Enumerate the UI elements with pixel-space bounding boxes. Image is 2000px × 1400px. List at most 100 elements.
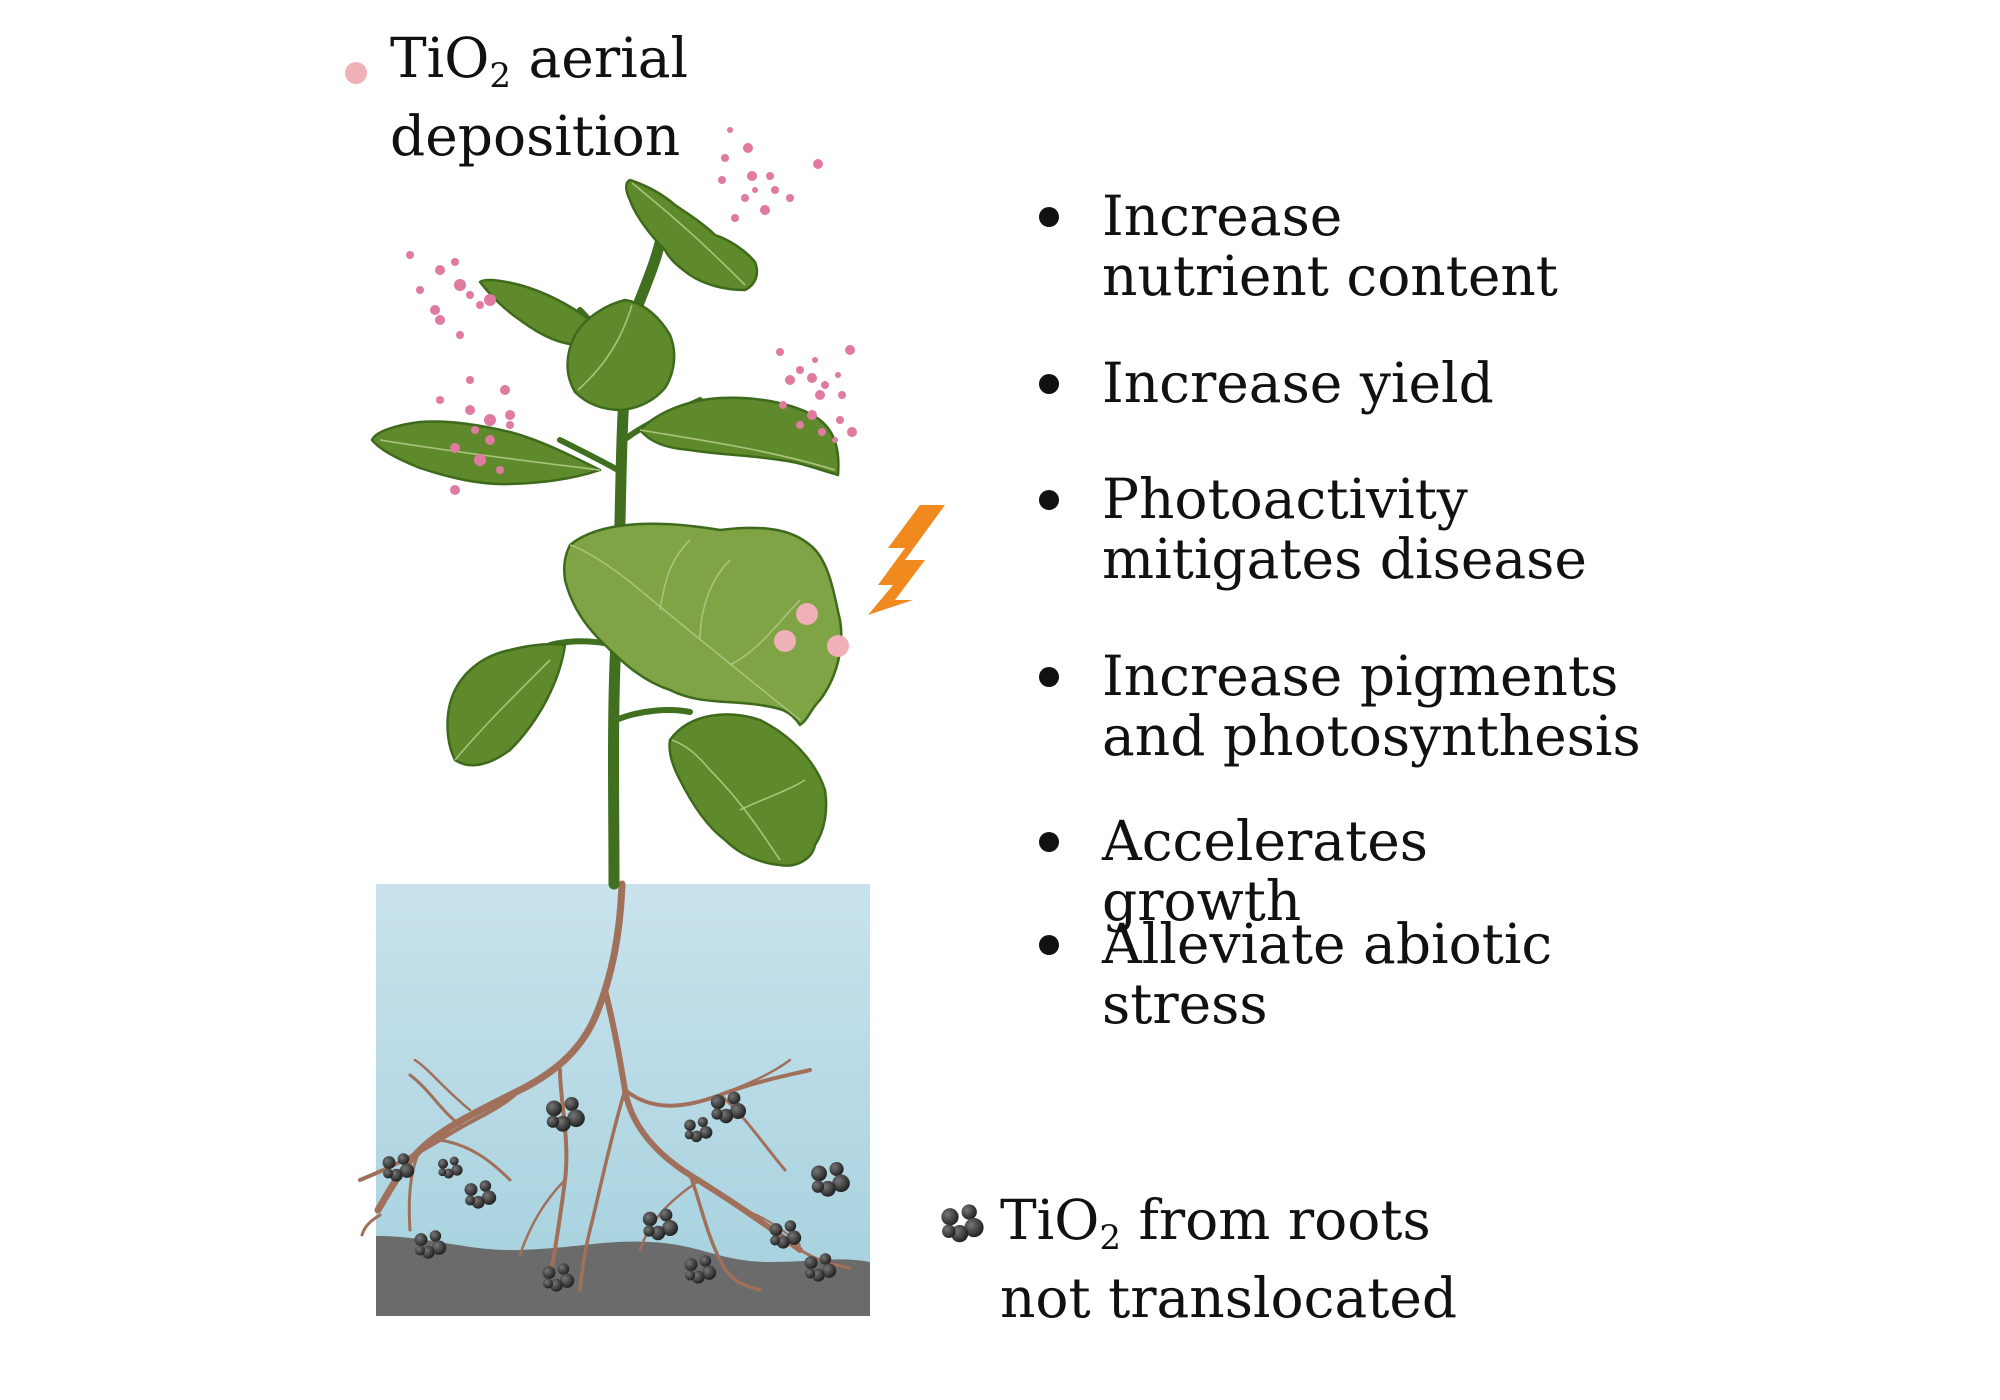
aerial-particle [435,315,445,325]
aerial-particle [485,435,495,445]
root-particle [691,1270,705,1284]
aerial-deposition-label: TiO2 aerial deposition [390,26,689,168]
root-particle [481,1190,497,1205]
aerial-particle [743,143,753,153]
root-particle [546,1100,562,1117]
aerial-particle [807,373,817,383]
root-particle [811,1165,827,1182]
root-particles-label: TiO2 from roots not translocated [1000,1188,1458,1330]
aerial-particle [786,194,794,202]
aerial-particle [450,443,460,453]
aerial-particle [847,427,857,437]
root-particle [727,1091,741,1105]
root-particle [383,1168,394,1179]
root-particle [819,1180,836,1197]
root-particle [437,1158,449,1169]
root-particle [811,1180,825,1193]
leaf-deposits [774,603,849,657]
root-particle [659,1208,673,1222]
bullet-icon [1039,935,1059,955]
aerial-particle [484,414,496,426]
root-particle [559,1273,575,1288]
aerial-particles [406,127,857,495]
aerial-particle [466,376,474,384]
aerial-particle [505,410,515,420]
root-particle [429,1230,442,1242]
aerial-particle [821,381,829,389]
root-particle [684,1258,698,1272]
root-particle [685,1270,696,1281]
root-particle [479,1180,492,1192]
root-particle [784,1220,797,1232]
leaf-large [562,522,843,727]
aerial-particle [807,410,817,420]
stem [608,214,671,890]
root-particle [699,1255,712,1267]
root-particle [438,1168,447,1177]
root-particle [697,1116,708,1128]
ground-layer [376,1236,870,1316]
root-particle [730,1103,746,1119]
bullet-icon [1039,207,1059,227]
aerial-particle [845,345,855,355]
root-particle [399,1163,415,1178]
aerial-particle [506,421,514,429]
root-particle [650,1225,666,1241]
aerial-particle [727,127,733,133]
aerial-particle [474,454,486,466]
aerial-particle [812,357,818,363]
aerial-particle [406,251,414,259]
bullet-icon [1039,832,1059,852]
root-particle [684,1130,694,1140]
root-particle [549,1278,563,1292]
aerial-particle [731,214,739,222]
leaf-veins [379,182,836,861]
leaf-spot [796,603,818,625]
root-particle [941,1208,959,1226]
root-particle [557,1263,570,1275]
aerial-particle [450,485,460,495]
root-particle [564,1096,579,1112]
root-particle [449,1156,459,1166]
root-particle [811,1268,825,1282]
root-particle [431,1240,447,1255]
aerial-particle [471,426,479,434]
aerial-particle [741,194,749,202]
root-particle [829,1161,844,1177]
lightning-bolt-icon [868,505,945,615]
root-particle [464,1183,478,1197]
aerial-particle [752,187,758,193]
leaf-spot [827,635,849,657]
root-particle [805,1268,816,1279]
leaves [370,178,843,867]
root-particle [964,1218,984,1238]
aerial-particle [436,396,444,404]
bullet-icon [1039,374,1059,394]
leaf-top [625,178,759,292]
root-particle [471,1195,485,1209]
root-particle [950,1224,969,1243]
aerial-particle [451,258,459,266]
root-particle [710,1094,726,1110]
aerial-particle [456,331,464,339]
root-particle [770,1235,781,1246]
aerial-particle [771,186,779,194]
aerial-particle [721,154,729,162]
bullet-icon [1039,490,1059,510]
root-particle [389,1168,403,1182]
aerial-particle [496,466,504,474]
pink-dot-icon [345,62,367,84]
leaf-upper-center [566,298,676,412]
aerial-particle [435,265,445,275]
aerial-particle [796,366,804,374]
aerial-particle [832,437,838,443]
root-particle [643,1225,655,1237]
aerial-particle [465,405,475,415]
aerial-particle [747,171,757,181]
